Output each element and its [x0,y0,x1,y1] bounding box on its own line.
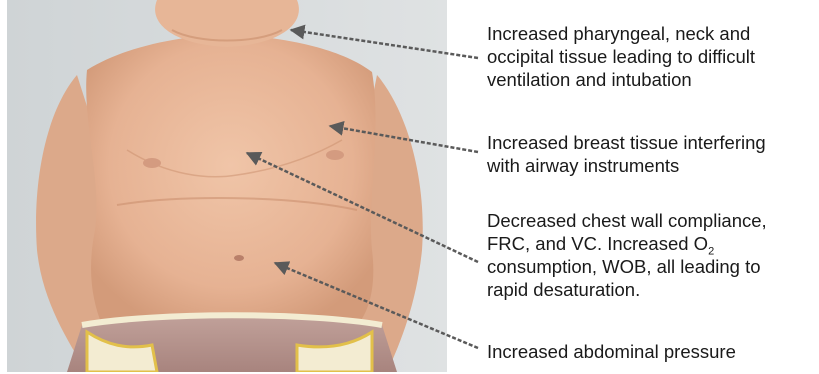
child-torso-illustration [7,0,447,372]
child-torso-photo [7,0,447,372]
callout-neck-tissue: Increased pharyngeal, neck and occipital… [487,22,817,91]
callout-neck-line-2: occipital tissue leading to difficult [487,46,755,67]
callout-abdominal-pressure: Increased abdominal pressure [487,340,817,363]
callout-breast-line-2: with airway instruments [487,155,679,176]
callout-breast-tissue: Increased breast tissue interfering with… [487,131,817,177]
left-nipple [143,158,161,168]
callout-abdomen-line-1: Increased abdominal pressure [487,341,736,362]
callout-chest-line-4: rapid desaturation. [487,279,640,300]
callout-chest-wall: Decreased chest wall compliance, FRC, an… [487,209,817,301]
callout-neck-line-3: ventilation and intubation [487,69,692,90]
callout-neck-line-1: Increased pharyngeal, neck and [487,23,750,44]
callout-chest-line-1: Decreased chest wall compliance, [487,210,767,231]
navel [234,255,244,261]
callout-chest-line-3: consumption, WOB, all leading to [487,256,761,277]
right-nipple [326,150,344,160]
callout-breast-line-1: Increased breast tissue interfering [487,132,766,153]
torso [86,35,375,325]
callout-chest-line-2: FRC, and VC. Increased O [487,233,708,254]
